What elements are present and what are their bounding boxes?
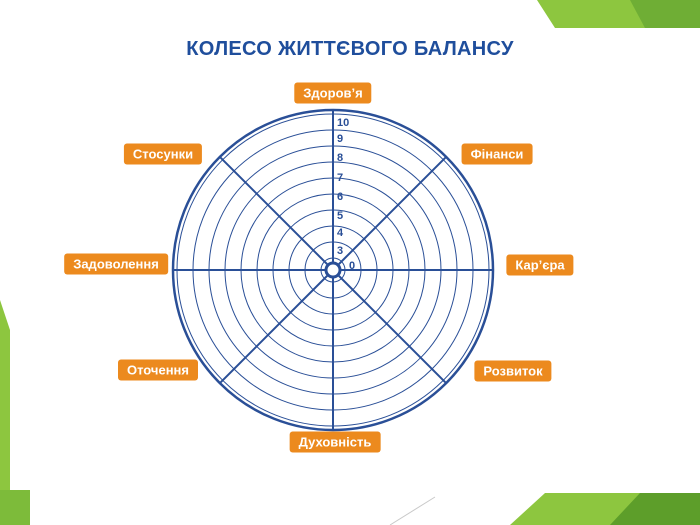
left-green-shape: [0, 300, 10, 525]
category-label-growth: Розвиток: [474, 360, 552, 382]
scale-tick-label: 8: [337, 152, 343, 164]
category-label-leisure: Задоволення: [64, 253, 168, 275]
category-label-relationships: Стосунки: [123, 143, 203, 165]
scale-tick-label: 7: [337, 172, 343, 184]
category-label-environment: Оточення: [118, 359, 198, 381]
scale-tick-label: 10: [337, 117, 349, 129]
hub-circle: [324, 261, 342, 279]
scale-tick-label: 3: [337, 245, 343, 257]
category-label-health: Здоров’я: [294, 82, 372, 104]
bottom-right-dark-green-shape: [610, 493, 700, 525]
wheel-scale: 03 4 5 6 7 8 9 10: [337, 117, 355, 272]
wheel-spoke: [219, 156, 334, 271]
scale-tick-label: 0: [349, 260, 355, 272]
page-title: КОЛЕСО ЖИТТЄВОГО БАЛАНСУ: [186, 38, 514, 60]
category-label-finance: Фінанси: [461, 143, 533, 165]
scale-tick-label: 9: [337, 133, 343, 145]
scale-tick-label: 5: [337, 210, 343, 222]
category-label-career: Кар’єра: [506, 254, 574, 276]
wheel-spoke: [332, 269, 447, 384]
wheel-spoke: [332, 156, 447, 271]
scale-tick-label: 6: [337, 191, 343, 203]
wheel-spokes: [173, 110, 493, 430]
bottom-left-green-shape: [0, 490, 30, 525]
bottom-accent-line: [389, 496, 436, 525]
top-right-dark-green-shape: [630, 0, 700, 28]
scale-tick-label: 4: [337, 227, 344, 239]
wheel-hub: [324, 261, 342, 279]
category-label-spirituality: Духовність: [289, 431, 381, 453]
wheel-spoke: [219, 269, 334, 384]
